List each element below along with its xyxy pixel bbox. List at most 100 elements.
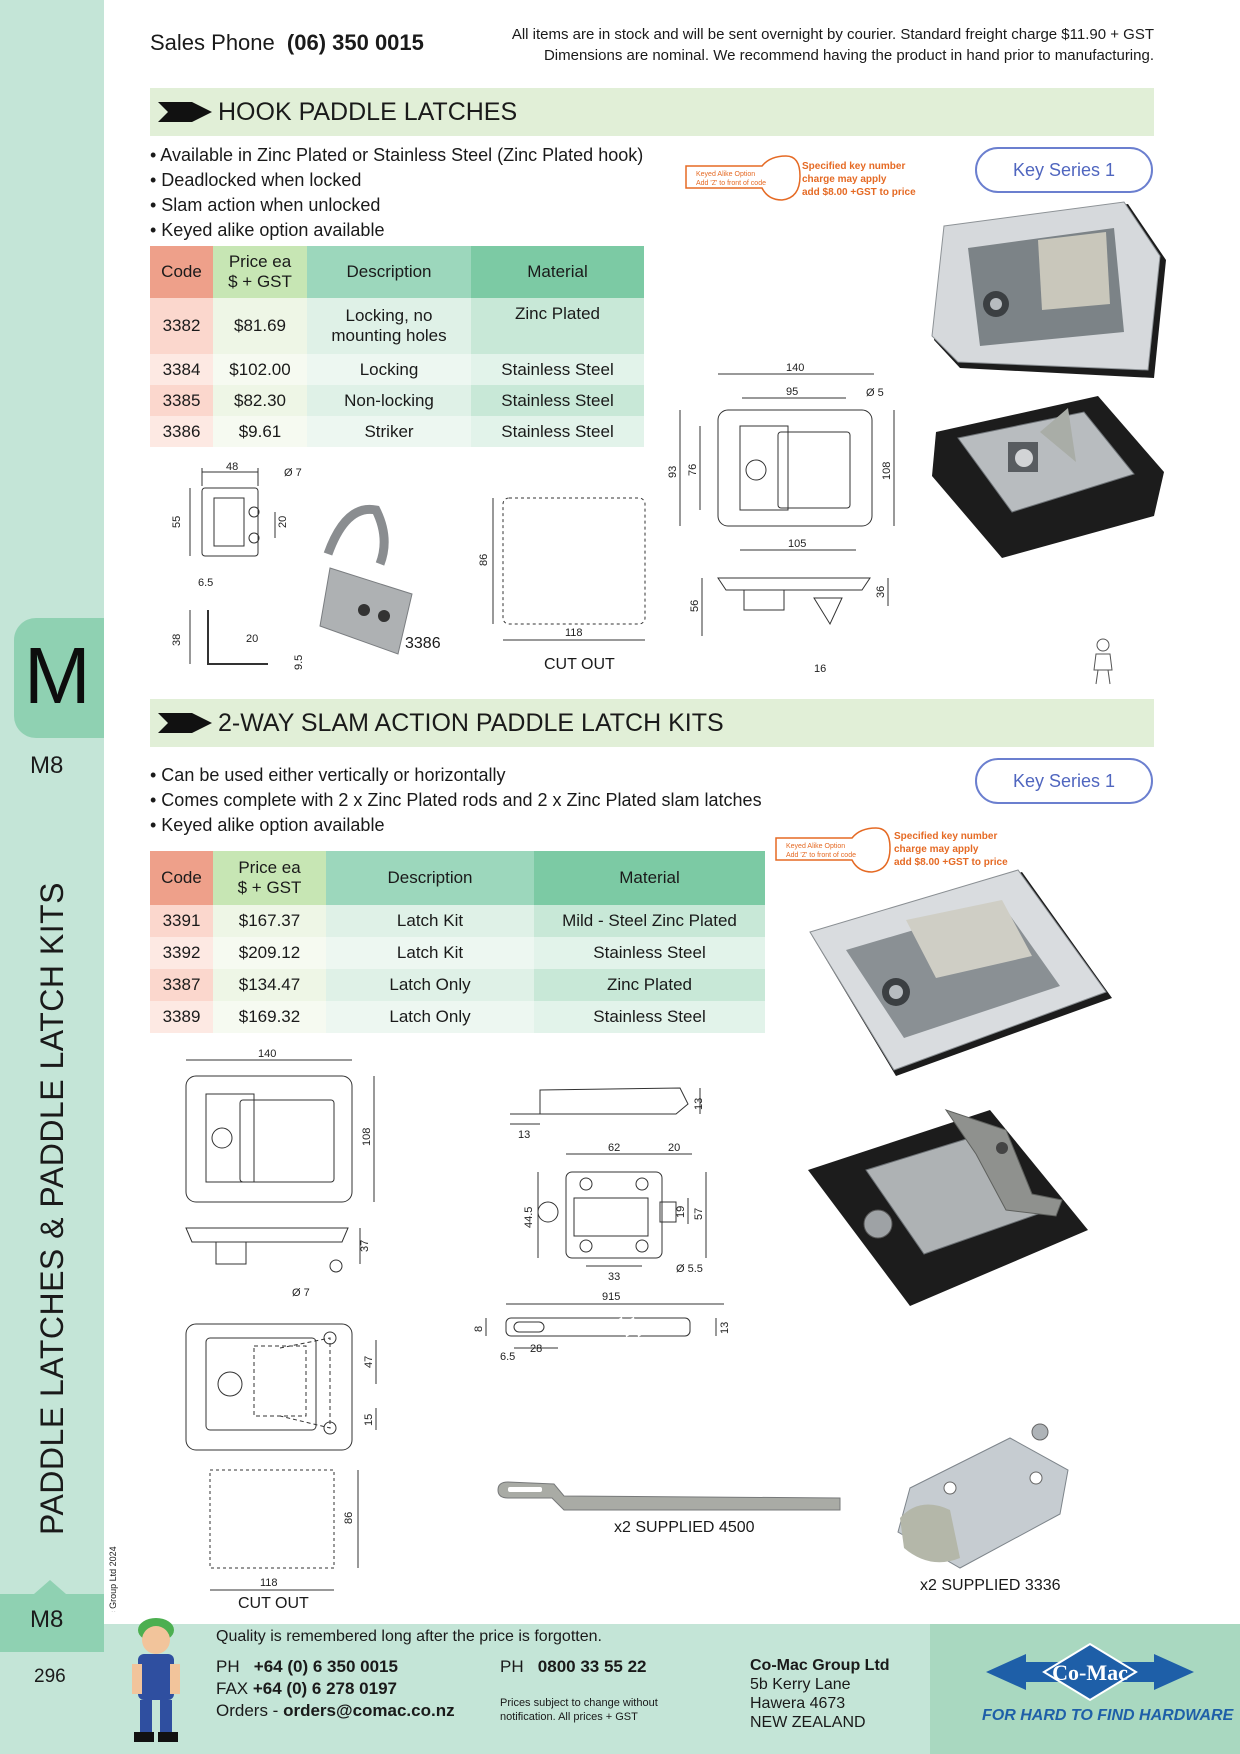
header-material: Material xyxy=(471,246,644,298)
dim: 140 xyxy=(786,362,804,374)
rod-label: x2 SUPPLIED 4500 xyxy=(614,1519,755,1536)
key-series-button[interactable]: Key Series 1 xyxy=(975,147,1153,193)
footer-contact: PH +64 (0) 6 350 0015 FAX +64 (0) 6 278 … xyxy=(216,1656,455,1722)
table-row: 3384 $102.00 Locking Stainless Steel xyxy=(150,354,644,385)
sales-number[interactable]: (06) 350 0015 xyxy=(286,30,424,55)
note-line: Specified key number xyxy=(894,831,998,842)
company-address: Co-Mac Group Ltd 5b Kerry Lane Hawera 46… xyxy=(750,1656,890,1732)
header-material: Material xyxy=(534,851,765,905)
dim: 13 xyxy=(518,1129,530,1141)
cell-price: $102.00 xyxy=(213,354,307,385)
cell-desc: Striker xyxy=(307,416,471,447)
section1-price-table: Code Price ea$ + GST Description Materia… xyxy=(150,246,644,447)
dim: 86 xyxy=(478,554,490,566)
sidebar xyxy=(0,0,104,1754)
striker-drawing: 48 Ø 7 55 20 6.5 38 20 9.5 xyxy=(171,461,413,670)
dim: 44.5 xyxy=(523,1207,535,1228)
section2-header: 2-WAY SLAM ACTION PADDLE LATCH KITS xyxy=(150,699,1154,747)
cell-code: 3382 xyxy=(150,298,213,354)
dim: 48 xyxy=(226,461,238,473)
footer-gap xyxy=(104,1612,1240,1624)
note-line: notification. All prices + GST xyxy=(500,1711,638,1723)
cell-material: Stainless Steel xyxy=(534,937,765,969)
orders-email[interactable]: orders@comac.co.nz xyxy=(283,1701,455,1720)
header-price: Price ea$ + GST xyxy=(213,246,307,298)
header-code: Code xyxy=(150,851,213,905)
ph2-label: PH xyxy=(500,1657,524,1676)
freight-notice: All items are in stock and will be sent … xyxy=(512,24,1154,66)
logo-tagline: FOR HARD TO FIND HARDWARE xyxy=(982,1707,1234,1724)
fax-number[interactable]: +64 (0) 6 278 0197 xyxy=(252,1679,398,1698)
cell-material: Stainless Steel xyxy=(471,416,644,447)
note-line: charge may apply xyxy=(894,844,979,855)
table-header: Code Price ea$ + GST Description Materia… xyxy=(150,851,765,905)
key-text1: Keyed Alike Option xyxy=(786,843,845,850)
bullet: • Deadlocked when locked xyxy=(150,170,362,190)
cell-price: $169.32 xyxy=(213,1001,326,1033)
ph-label: PH xyxy=(216,1657,240,1676)
cell-price: $167.37 xyxy=(213,905,326,937)
dim: 8 xyxy=(473,1326,485,1332)
freephone-number[interactable]: 0800 33 55 22 xyxy=(537,1657,647,1676)
footer-fax: FAX +64 (0) 6 278 0197 xyxy=(216,1678,455,1700)
arrow-icon xyxy=(158,713,212,733)
cell-price: $134.47 xyxy=(213,969,326,1001)
kit-cutout-label: CUT OUT xyxy=(238,1595,309,1612)
note-line: Specified key number xyxy=(802,161,906,172)
table-row: 3389 $169.32 Latch Only Stainless Steel xyxy=(150,1001,765,1033)
cell-material: Stainless Steel xyxy=(534,1001,765,1033)
comac-logo: Co-Mac xyxy=(986,1642,1194,1702)
dim: 6.5 xyxy=(198,577,213,589)
cell-code: 3385 xyxy=(150,385,213,416)
dim: 915 xyxy=(602,1291,620,1303)
note-line: Prices subject to change without xyxy=(500,1697,658,1709)
section1-title: HOOK PADDLE LATCHES xyxy=(218,98,518,126)
cell-price: $9.61 xyxy=(213,416,307,447)
slam-label: x2 SUPPLIED 3336 xyxy=(920,1577,1061,1594)
section2-title: 2-WAY SLAM ACTION PADDLE LATCH KITS xyxy=(218,709,724,737)
key-series-button[interactable]: Key Series 1 xyxy=(975,758,1153,804)
key-icon: Keyed Alike Option Add 'Z' to front of c… xyxy=(775,827,891,873)
kit-cutout-drawing: 86 118 xyxy=(209,1469,359,1591)
vertical-title: PADDLE LATCHES & PADDLE LATCH KITS xyxy=(34,881,70,1535)
cell-price: $82.30 xyxy=(213,385,307,416)
cell-price: $81.69 xyxy=(213,298,307,354)
dim: 20 xyxy=(277,516,289,528)
address-line: 5b Kerry Lane xyxy=(750,1676,851,1693)
dim: 38 xyxy=(171,634,183,646)
bullet: • Available in Zinc Plated or Stainless … xyxy=(150,145,644,165)
rod-photo xyxy=(497,1481,841,1511)
notice-line2: Dimensions are nominal. We recommend hav… xyxy=(543,47,1154,64)
latch-drawing: 140 95 Ø 5 93 76 108 105 56 36 16 xyxy=(667,362,895,675)
striker-label: 3386 xyxy=(405,635,441,652)
dim: 13 xyxy=(719,1322,731,1334)
cell-price: $209.12 xyxy=(213,937,326,969)
slam-latch-photo xyxy=(897,1423,1069,1569)
dim: 13 xyxy=(693,1098,705,1110)
dim: 62 xyxy=(608,1142,620,1154)
dim: 56 xyxy=(689,600,701,612)
dim: 57 xyxy=(693,1208,705,1220)
header-desc: Description xyxy=(326,851,534,905)
dim: 86 xyxy=(343,1512,355,1524)
dim: 118 xyxy=(565,627,583,639)
desc-l1: Locking, no xyxy=(345,306,433,325)
fax-label: FAX xyxy=(216,1679,249,1698)
header-price-l1: Price ea xyxy=(238,858,301,877)
cell-desc: Latch Only xyxy=(326,1001,534,1033)
table-row: 3385 $82.30 Non-locking Stainless Steel xyxy=(150,385,644,416)
page-code-notch xyxy=(34,1580,66,1594)
cell-desc: Latch Kit xyxy=(326,937,534,969)
dim: 15 xyxy=(363,1414,375,1426)
dim: 108 xyxy=(881,462,893,480)
sales-label: Sales Phone xyxy=(150,30,275,55)
dim: 36 xyxy=(875,586,887,598)
dim: 47 xyxy=(363,1356,375,1368)
cell-material: Mild - Steel Zinc Plated xyxy=(534,905,765,937)
cell-code: 3384 xyxy=(150,354,213,385)
footer-orders: Orders - orders@comac.co.nz xyxy=(216,1700,455,1722)
bullet: • Slam action when unlocked xyxy=(150,195,381,215)
table-row: 3387 $134.47 Latch Only Zinc Plated xyxy=(150,969,765,1001)
table-row: 3386 $9.61 Striker Stainless Steel xyxy=(150,416,644,447)
phone-number[interactable]: +64 (0) 6 350 0015 xyxy=(253,1657,398,1676)
